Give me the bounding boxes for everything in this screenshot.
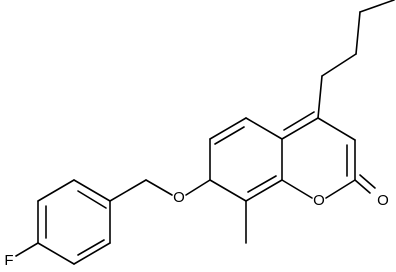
bond (283, 111, 315, 131)
ring-oxygen-label: O (313, 192, 325, 209)
bond (77, 190, 107, 209)
bond (247, 175, 277, 193)
bond (325, 179, 356, 199)
bond (73, 179, 111, 202)
bond (245, 117, 283, 140)
bond (214, 126, 245, 145)
coumarin-benzene-ring (209, 117, 283, 202)
pyranone-ring (281, 111, 376, 199)
bond (359, 174, 376, 189)
bond (37, 242, 75, 265)
bond (15, 242, 39, 257)
bond (145, 179, 173, 196)
fluorine-label: F (4, 252, 13, 269)
bond (354, 179, 371, 194)
bond (37, 179, 75, 202)
bond (77, 239, 105, 256)
bond (109, 179, 147, 202)
bond (281, 179, 313, 199)
bond (355, 11, 361, 55)
bond (317, 117, 356, 141)
bond (245, 179, 283, 202)
fluorophenyl-ring (15, 179, 111, 265)
bond (281, 117, 319, 140)
benzyloxy-linker (109, 179, 211, 202)
bond (209, 179, 247, 202)
bond (209, 117, 247, 140)
bond (359, 0, 395, 13)
carbonyl-oxygen-label: O (377, 192, 389, 209)
bond (317, 75, 323, 119)
bond (185, 179, 211, 196)
bond (73, 242, 111, 265)
bond (321, 53, 357, 77)
butyl-chain (317, 0, 395, 119)
ether-oxygen-label: O (173, 189, 185, 206)
